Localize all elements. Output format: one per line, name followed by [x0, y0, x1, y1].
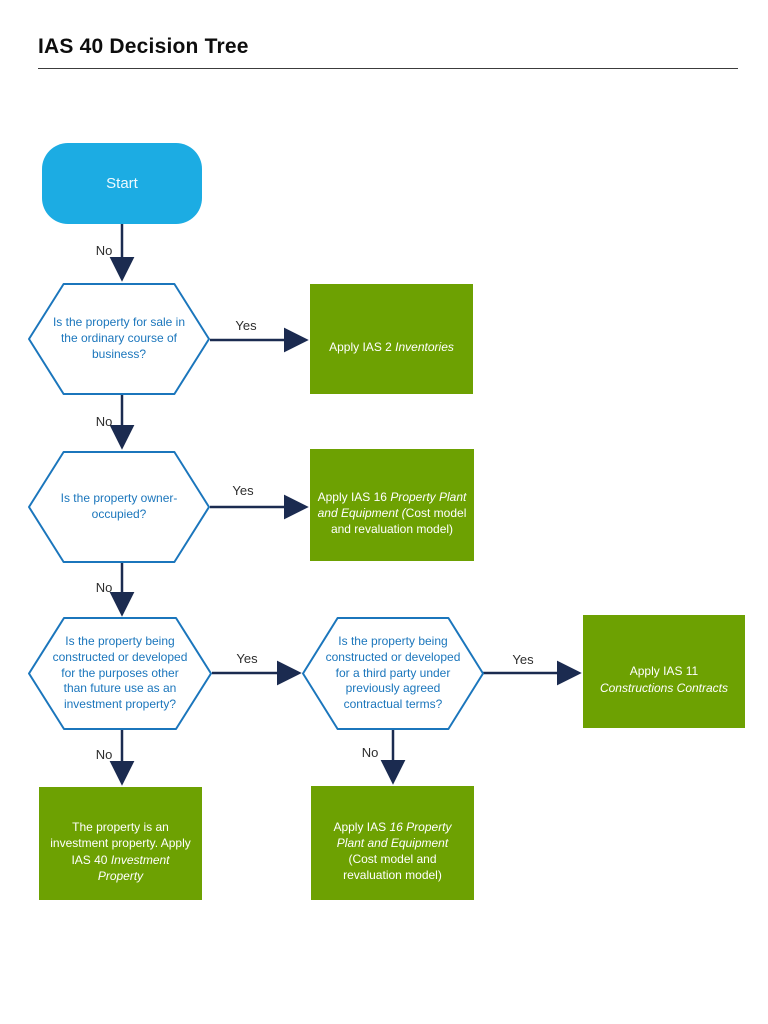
- result-text-italic: Property Plant and Equipment (: [317, 489, 467, 520]
- result-text-regular: The property is an investment property. …: [50, 820, 191, 867]
- result-text: The property is an investment property. …: [46, 803, 195, 883]
- result-text: Apply IAS 11 Constructions Contracts: [596, 647, 732, 695]
- start-node-label: Start: [106, 175, 138, 192]
- result-text-italic: 16 Property Plant and Equipment: [336, 819, 452, 850]
- start-node: Start: [42, 143, 202, 224]
- edge-label-d2-yes: Yes: [232, 483, 254, 498]
- edge-label-start-no: No: [95, 243, 113, 258]
- result-node-ias16-top: Apply IAS 16 Property Plant and Equipmen…: [310, 449, 474, 561]
- result-text: Apply IAS 16 Property Plant and Equipmen…: [314, 473, 471, 537]
- result-text-italic: Investment Property: [97, 852, 170, 883]
- result-text-regular: (Cost model and revaluation model): [343, 852, 442, 883]
- hexagon-shape: [28, 451, 210, 563]
- edge-label-d1-yes: Yes: [235, 318, 257, 333]
- decision-node-constructed-third-party: Is the property being constructed or dev…: [302, 617, 484, 730]
- result-text-regular: Apply IAS 2: [329, 340, 396, 354]
- decision-node-owner-occupied: Is the property owner- occupied?: [28, 451, 210, 563]
- edge-label-d1-no: No: [95, 414, 113, 429]
- result-node-ias2: Apply IAS 2 Inventories: [310, 284, 473, 394]
- decision-question: Is the property being constructed or dev…: [52, 633, 188, 712]
- result-node-ias40: The property is an investment property. …: [39, 787, 202, 900]
- result-text-regular: Apply IAS 16: [317, 489, 391, 504]
- decision-question: Is the property for sale in the ordinary…: [52, 315, 186, 361]
- result-text: Apply IAS 16 Property Plant and Equipmen…: [329, 803, 455, 883]
- decision-node-for-sale: Is the property for sale in the ordinary…: [28, 283, 210, 395]
- decision-question: Is the property being constructed or dev…: [325, 633, 461, 712]
- decision-question: Is the property owner- occupied?: [60, 491, 178, 521]
- result-text-regular: Apply IAS 11: [629, 664, 699, 679]
- hexagon-shape: [28, 617, 212, 730]
- result-text-regular: Cost model and revaluation model): [330, 506, 467, 537]
- hexagon-shape: [28, 283, 210, 395]
- edge-label-d3-yes: Yes: [236, 651, 258, 666]
- edge-label-d4-yes: Yes: [512, 652, 534, 667]
- result-text-italic: Inventories: [395, 340, 454, 354]
- decision-node-constructed-own-use: Is the property being constructed or dev…: [28, 617, 212, 730]
- title-underline: [38, 68, 738, 69]
- result-node-ias11: Apply IAS 11 Constructions Contracts: [583, 615, 745, 728]
- edge-label-d3-no: No: [95, 747, 113, 762]
- page-title: IAS 40 Decision Tree: [38, 35, 249, 58]
- result-node-ias16-bottom: Apply IAS 16 Property Plant and Equipmen…: [311, 786, 474, 900]
- hexagon-shape: [302, 617, 484, 730]
- result-text-italic: Constructions Contracts: [599, 680, 729, 695]
- result-text: Apply IAS 2 Inventories: [325, 323, 458, 355]
- edge-label-d2-no: No: [95, 580, 113, 595]
- edge-label-d4-no: No: [361, 745, 379, 760]
- result-text-regular: Apply IAS: [333, 819, 390, 834]
